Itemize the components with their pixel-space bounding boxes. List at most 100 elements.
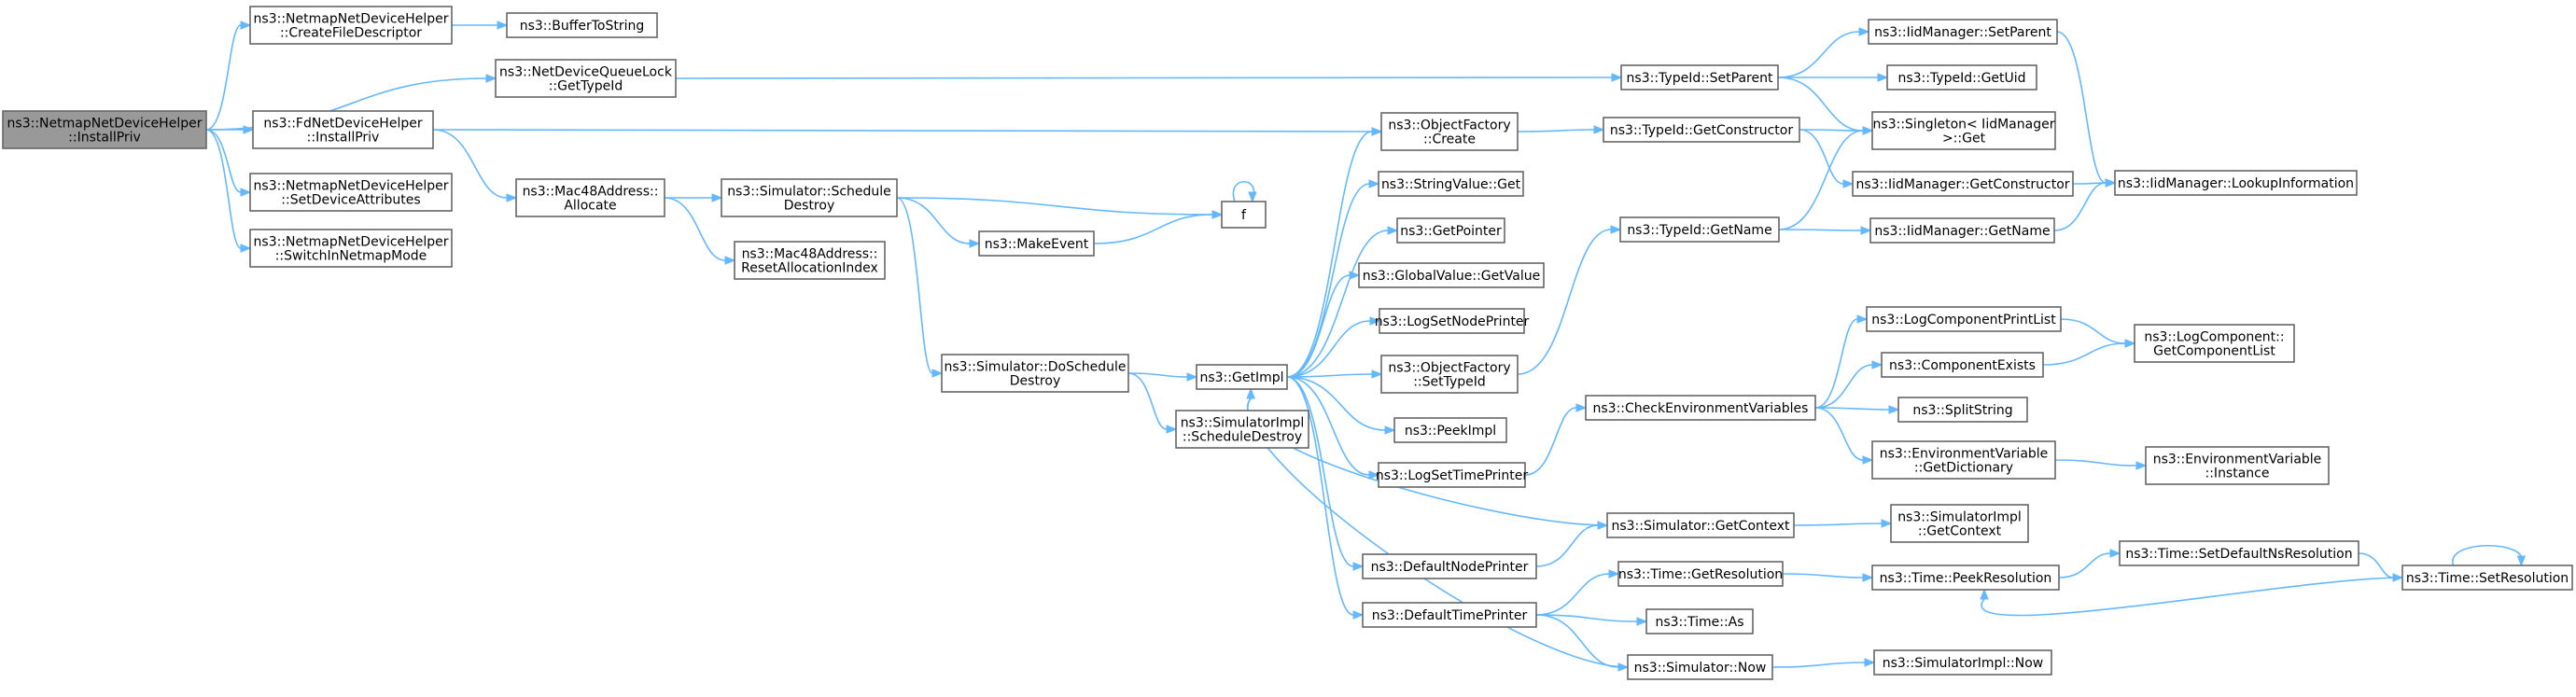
node-label: ns3::NetmapNetDeviceHelper [7,117,203,132]
node-box [1897,397,2028,423]
edge-getimpl-to-stringvalueget [1286,179,1380,378]
node-label: ns3::EnvironmentVariable [2153,453,2322,467]
node-simimplschedestroy[interactable]: ns3::SimulatorImpl::ScheduleDestroy [1175,410,1309,449]
node-box [2114,170,2358,196]
node-label: ns3::PeekImpl [1405,424,1496,439]
node-box [1645,608,1754,634]
node-iidsetparent[interactable]: ns3::IidManager::SetParent [1868,19,2058,45]
node-box [1362,602,1537,628]
node-fdinstall[interactable]: ns3::FdNetDeviceHelper::InstallPriv [252,110,434,149]
edge-root-to-switchnetmap [205,129,252,253]
edge-fdinstall-to-objfactcreate [432,127,1383,136]
node-iidlookup[interactable]: ns3::IidManager::LookupInformation [2114,170,2358,196]
node-buffertostring[interactable]: ns3::BufferToString [506,12,658,38]
edge-objfactcreate-to-typeidgetconstructor [1517,125,1605,134]
node-typeidsetparent[interactable]: ns3::TypeId::SetParent [1620,64,1779,91]
node-label: ns3::IidManager::SetParent [1874,25,2051,40]
edge-checkenv-to-compexists [1814,360,1883,409]
node-typeidgetname[interactable]: ns3::TypeId::GetName [1619,216,1780,243]
node-label: ns3::GetPointer [1400,224,1502,239]
node-label: ns3::Time::SetResolution [2406,571,2569,586]
node-label: ns3::FdNetDeviceHelper [263,117,422,132]
node-box [1881,352,2044,378]
edge-getimpl-to-objfactsettypeid [1286,369,1383,379]
node-box [515,178,665,217]
edge-doschedestroy-to-getimpl [1127,372,1198,382]
node-label: ::Create [1423,132,1476,147]
node-typeidgetconstructor[interactable]: ns3::TypeId::GetConstructor [1603,117,1800,143]
edge-fdinstall-to-macalloc [432,129,518,202]
node-logsetnodeprinter[interactable]: ns3::LogSetNodePrinter [1375,308,1530,334]
node-setdevattr[interactable]: ns3::NetmapNetDeviceHelper::SetDeviceAtt… [249,173,453,212]
node-box [721,178,898,217]
node-f[interactable]: f [1221,201,1267,229]
node-label: ns3::LogSetTimePrinter [1376,468,1529,483]
edge-schedestroy-to-doschedestroy [896,197,944,378]
node-macalloc[interactable]: ns3::Mac48Address::Allocate [515,178,665,217]
node-macreset[interactable]: ns3::Mac48Address::ResetAllocationIndex [734,241,886,280]
node-label: ns3::Time::GetResolution [1618,567,1783,582]
node-defaultnodeprinter[interactable]: ns3::DefaultNodePrinter [1362,553,1537,579]
edge-defaultnodeprinter-to-simgetcontext [1535,521,1609,567]
node-label: ns3::CheckEnvironmentVariables [1593,401,1809,416]
node-envgetdict[interactable]: ns3::EnvironmentVariable::GetDictionary [1871,440,2056,480]
node-box [1175,410,1309,449]
node-label: ns3::MakeEvent [985,237,1089,252]
node-box [1380,112,1519,151]
node-box [495,59,677,98]
node-simgetcontext[interactable]: ns3::Simulator::GetContext [1606,512,1795,538]
edge-typeidgetname-to-iidgetname [1778,226,1872,235]
node-globalvalueget[interactable]: ns3::GlobalValue::GetValue [1358,262,1545,288]
edge-getimpl-to-logsettimeprinter [1286,376,1380,480]
node-box [1890,504,2029,543]
node-box [2,110,207,149]
node-root[interactable]: ns3::NetmapNetDeviceHelper::InstallPriv [2,110,207,149]
node-simnow[interactable]: ns3::Simulator::Now [1627,654,1773,680]
node-box [1585,395,1816,421]
node-peekimpl[interactable]: ns3::PeekImpl [1393,417,1507,443]
node-makeevent[interactable]: ns3::MakeEvent [978,230,1095,257]
node-objfactcreate[interactable]: ns3::ObjectFactory::Create [1380,112,1519,151]
node-label: ns3::DefaultNodePrinter [1371,560,1529,575]
node-timepeekres[interactable]: ns3::Time::PeekResolution [1871,565,2060,591]
node-box [1396,217,1505,244]
node-label: ns3::Singleton< IidManager [1873,118,2055,132]
edge-compexists-to-logcompgetlist [2042,339,2136,366]
node-logcompprintlist[interactable]: ns3::LogComponentPrintList [1866,306,2062,332]
node-simimplnow[interactable]: ns3::SimulatorImpl::Now [1873,649,2052,676]
node-switchnetmap[interactable]: ns3::NetmapNetDeviceHelper::SwitchInNetm… [249,229,453,268]
node-createfd[interactable]: ns3::NetmapNetDeviceHelper::CreateFileDe… [249,6,453,45]
node-logcompgetlist[interactable]: ns3::LogComponent::GetComponentList [2134,324,2295,363]
node-timegetres[interactable]: ns3::Time::GetResolution [1617,561,1784,587]
node-label: ResetAllocationIndex [741,261,878,276]
edge-typeidsetparent-to-iidsetparent [1777,27,1870,78]
edge-simgetcontext-to-simimplgetcontext [1793,519,1893,528]
node-splitstring[interactable]: ns3::SplitString [1897,397,2028,423]
node-envinstance[interactable]: ns3::EnvironmentVariable::Instance [2145,446,2330,485]
edge-getimpl-to-logsetnodeprinter [1286,316,1381,378]
node-objfactsettypeid[interactable]: ns3::ObjectFactory::SetTypeId [1380,355,1519,394]
node-stringvalueget[interactable]: ns3::StringValue::Get [1378,171,1524,197]
edge-timegetres-to-timepeekres [1782,573,1874,582]
node-iidgetname[interactable]: ns3::IidManager::GetName [1869,217,2055,244]
node-iidgetconstructor[interactable]: ns3::IidManager::GetConstructor [1852,171,2074,197]
node-timesetres[interactable]: ns3::Time::SetResolution [2401,565,2573,591]
node-defaulttimeprinter[interactable]: ns3::DefaultTimePrinter [1362,602,1537,628]
node-simimplgetcontext[interactable]: ns3::SimulatorImpl::GetContext [1890,504,2029,543]
node-box [978,230,1095,257]
node-schedestroy[interactable]: ns3::Simulator::ScheduleDestroy [721,178,898,217]
node-label: ns3::LogComponentPrintList [1871,313,2056,328]
node-timesetdefaultns[interactable]: ns3::Time::SetDefaultNsResolution [2119,540,2359,566]
node-getimpl[interactable]: ns3::GetImpl [1196,364,1288,390]
node-box [941,354,1129,393]
node-ndqlock[interactable]: ns3::NetDeviceQueueLock::GetTypeId [495,59,677,98]
node-logsettimeprinter[interactable]: ns3::LogSetTimePrinter [1376,462,1529,488]
node-label: ns3::Mac48Address:: [523,185,659,200]
node-singletonget[interactable]: ns3::Singleton< IidManager >::Get [1871,111,2056,150]
node-checkenv[interactable]: ns3::CheckEnvironmentVariables [1585,395,1816,421]
node-getpointer[interactable]: ns3::GetPointer [1396,217,1505,244]
node-timeas[interactable]: ns3::Time::As [1645,608,1754,634]
node-typeidgetuid[interactable]: ns3::TypeId::GetUid [1886,64,2037,91]
node-compexists[interactable]: ns3::ComponentExists [1881,352,2044,378]
